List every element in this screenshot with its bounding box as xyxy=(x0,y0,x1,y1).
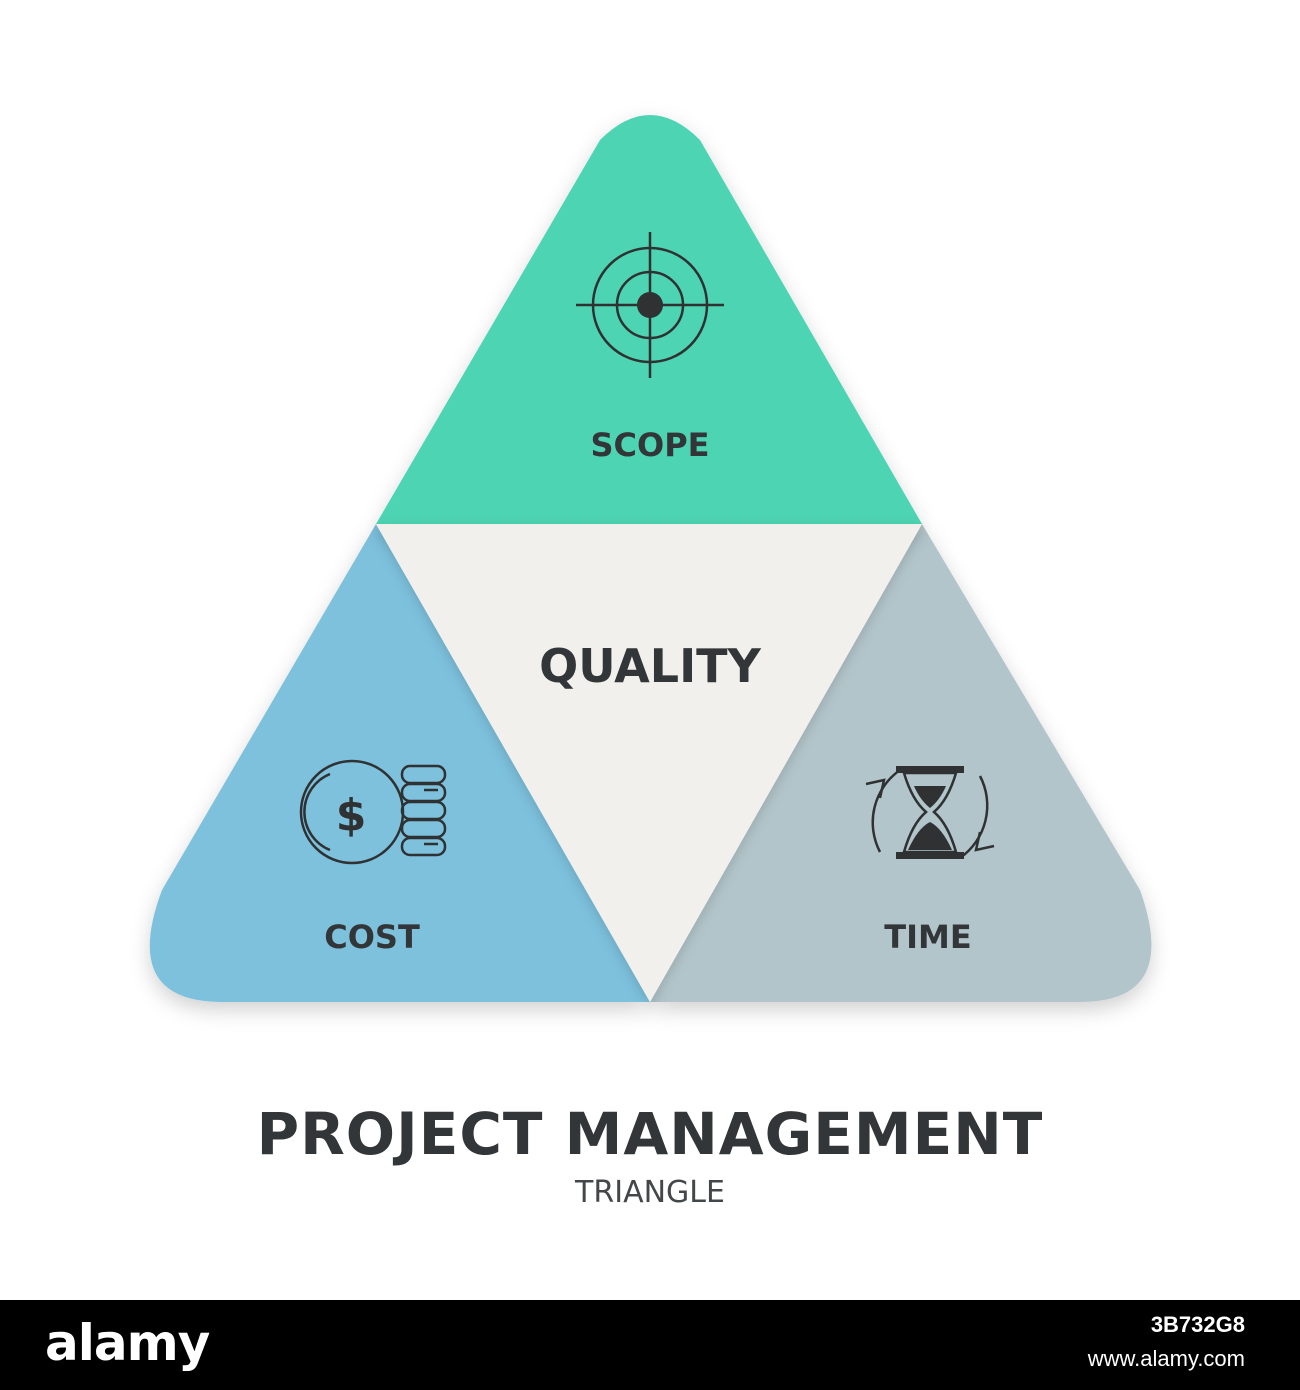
stock-footer-bar: alamy 3B732G8 www.alamy.com xyxy=(0,1300,1300,1390)
cost-segment[interactable] xyxy=(149,524,650,1002)
image-id: 3B732G8 xyxy=(1150,1312,1245,1337)
project-triangle-diagram: $ SCOPE QUALITY COST TIME xyxy=(149,115,1152,1002)
hourglass-cycle-icon xyxy=(865,766,995,860)
dollar-sign-glyph: $ xyxy=(336,790,367,841)
site-url[interactable]: www.alamy.com xyxy=(1087,1346,1245,1371)
scope-label: SCOPE xyxy=(590,426,709,464)
cost-label: COST xyxy=(324,918,420,956)
quality-segment[interactable] xyxy=(376,524,922,1002)
page-title: PROJECT MANAGEMENT xyxy=(256,1100,1044,1168)
time-segment[interactable] xyxy=(650,524,1152,1002)
alamy-logo: alamy xyxy=(45,1314,210,1372)
time-label: TIME xyxy=(884,918,971,956)
dollar-coins-icon xyxy=(299,759,447,865)
target-icon xyxy=(576,232,724,378)
page-subtitle: TRIANGLE xyxy=(575,1175,725,1210)
quality-label: QUALITY xyxy=(539,639,761,693)
